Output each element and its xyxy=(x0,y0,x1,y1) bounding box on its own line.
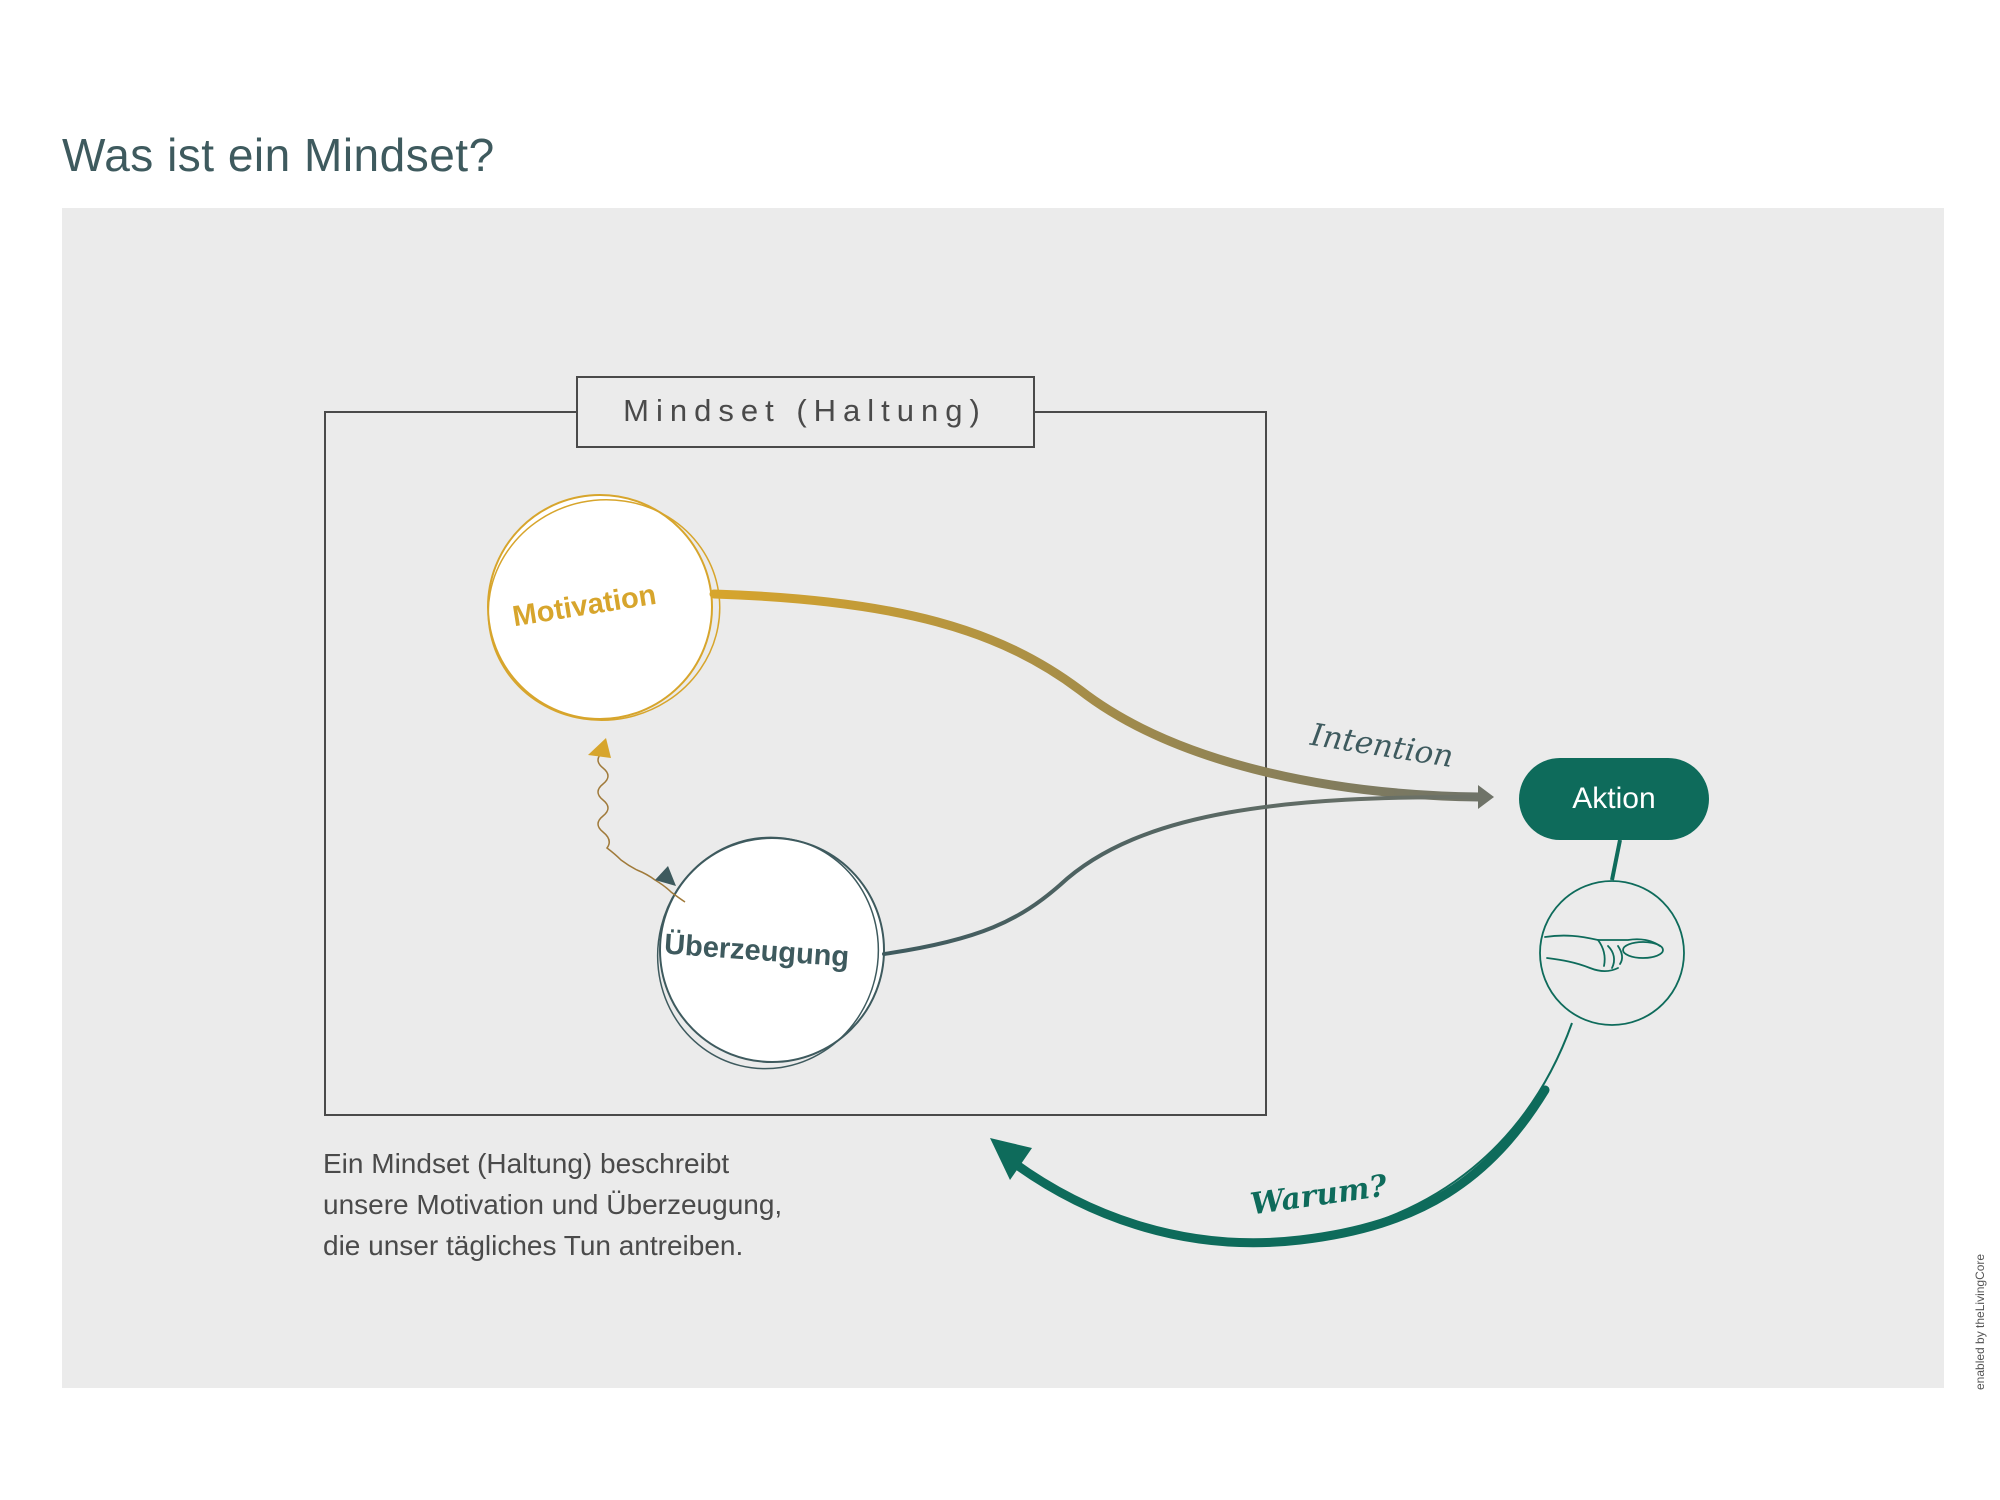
motivation-circle xyxy=(487,494,721,722)
warum-arrowhead xyxy=(990,1138,1032,1180)
intention-arrowhead xyxy=(1478,785,1494,809)
mindset-label-box xyxy=(576,376,1035,448)
aktion-node: Aktion xyxy=(1519,758,1709,840)
ueberzeugung-circle xyxy=(656,836,885,1070)
hand-circle xyxy=(1539,880,1685,1026)
description-line: die unser tägliches Tun antreiben. xyxy=(323,1230,744,1261)
relation-arrow xyxy=(588,738,686,903)
warum-arrow-body xyxy=(1005,1085,1550,1248)
ueberzeugung-flow xyxy=(882,794,1482,956)
mindset-frame xyxy=(324,411,1267,1116)
credit-text: enabled by theLivingCore xyxy=(1973,1253,1987,1390)
aktion-label: Aktion xyxy=(1572,782,1656,815)
description-line: Ein Mindset (Haltung) beschreibt xyxy=(323,1148,730,1179)
aktion-connector xyxy=(1610,839,1622,881)
description-line: unsere Motivation und Überzeugung, xyxy=(323,1189,783,1220)
hand-pointing-icon xyxy=(1544,934,1664,972)
motivation-flow xyxy=(709,589,1485,802)
mindset-frame-label: Mindset (Haltung) xyxy=(623,393,987,428)
description-text: Ein Mindset (Haltung) beschreibt unsere … xyxy=(323,1143,782,1266)
page-title: Was ist ein Mindset? xyxy=(62,129,495,181)
